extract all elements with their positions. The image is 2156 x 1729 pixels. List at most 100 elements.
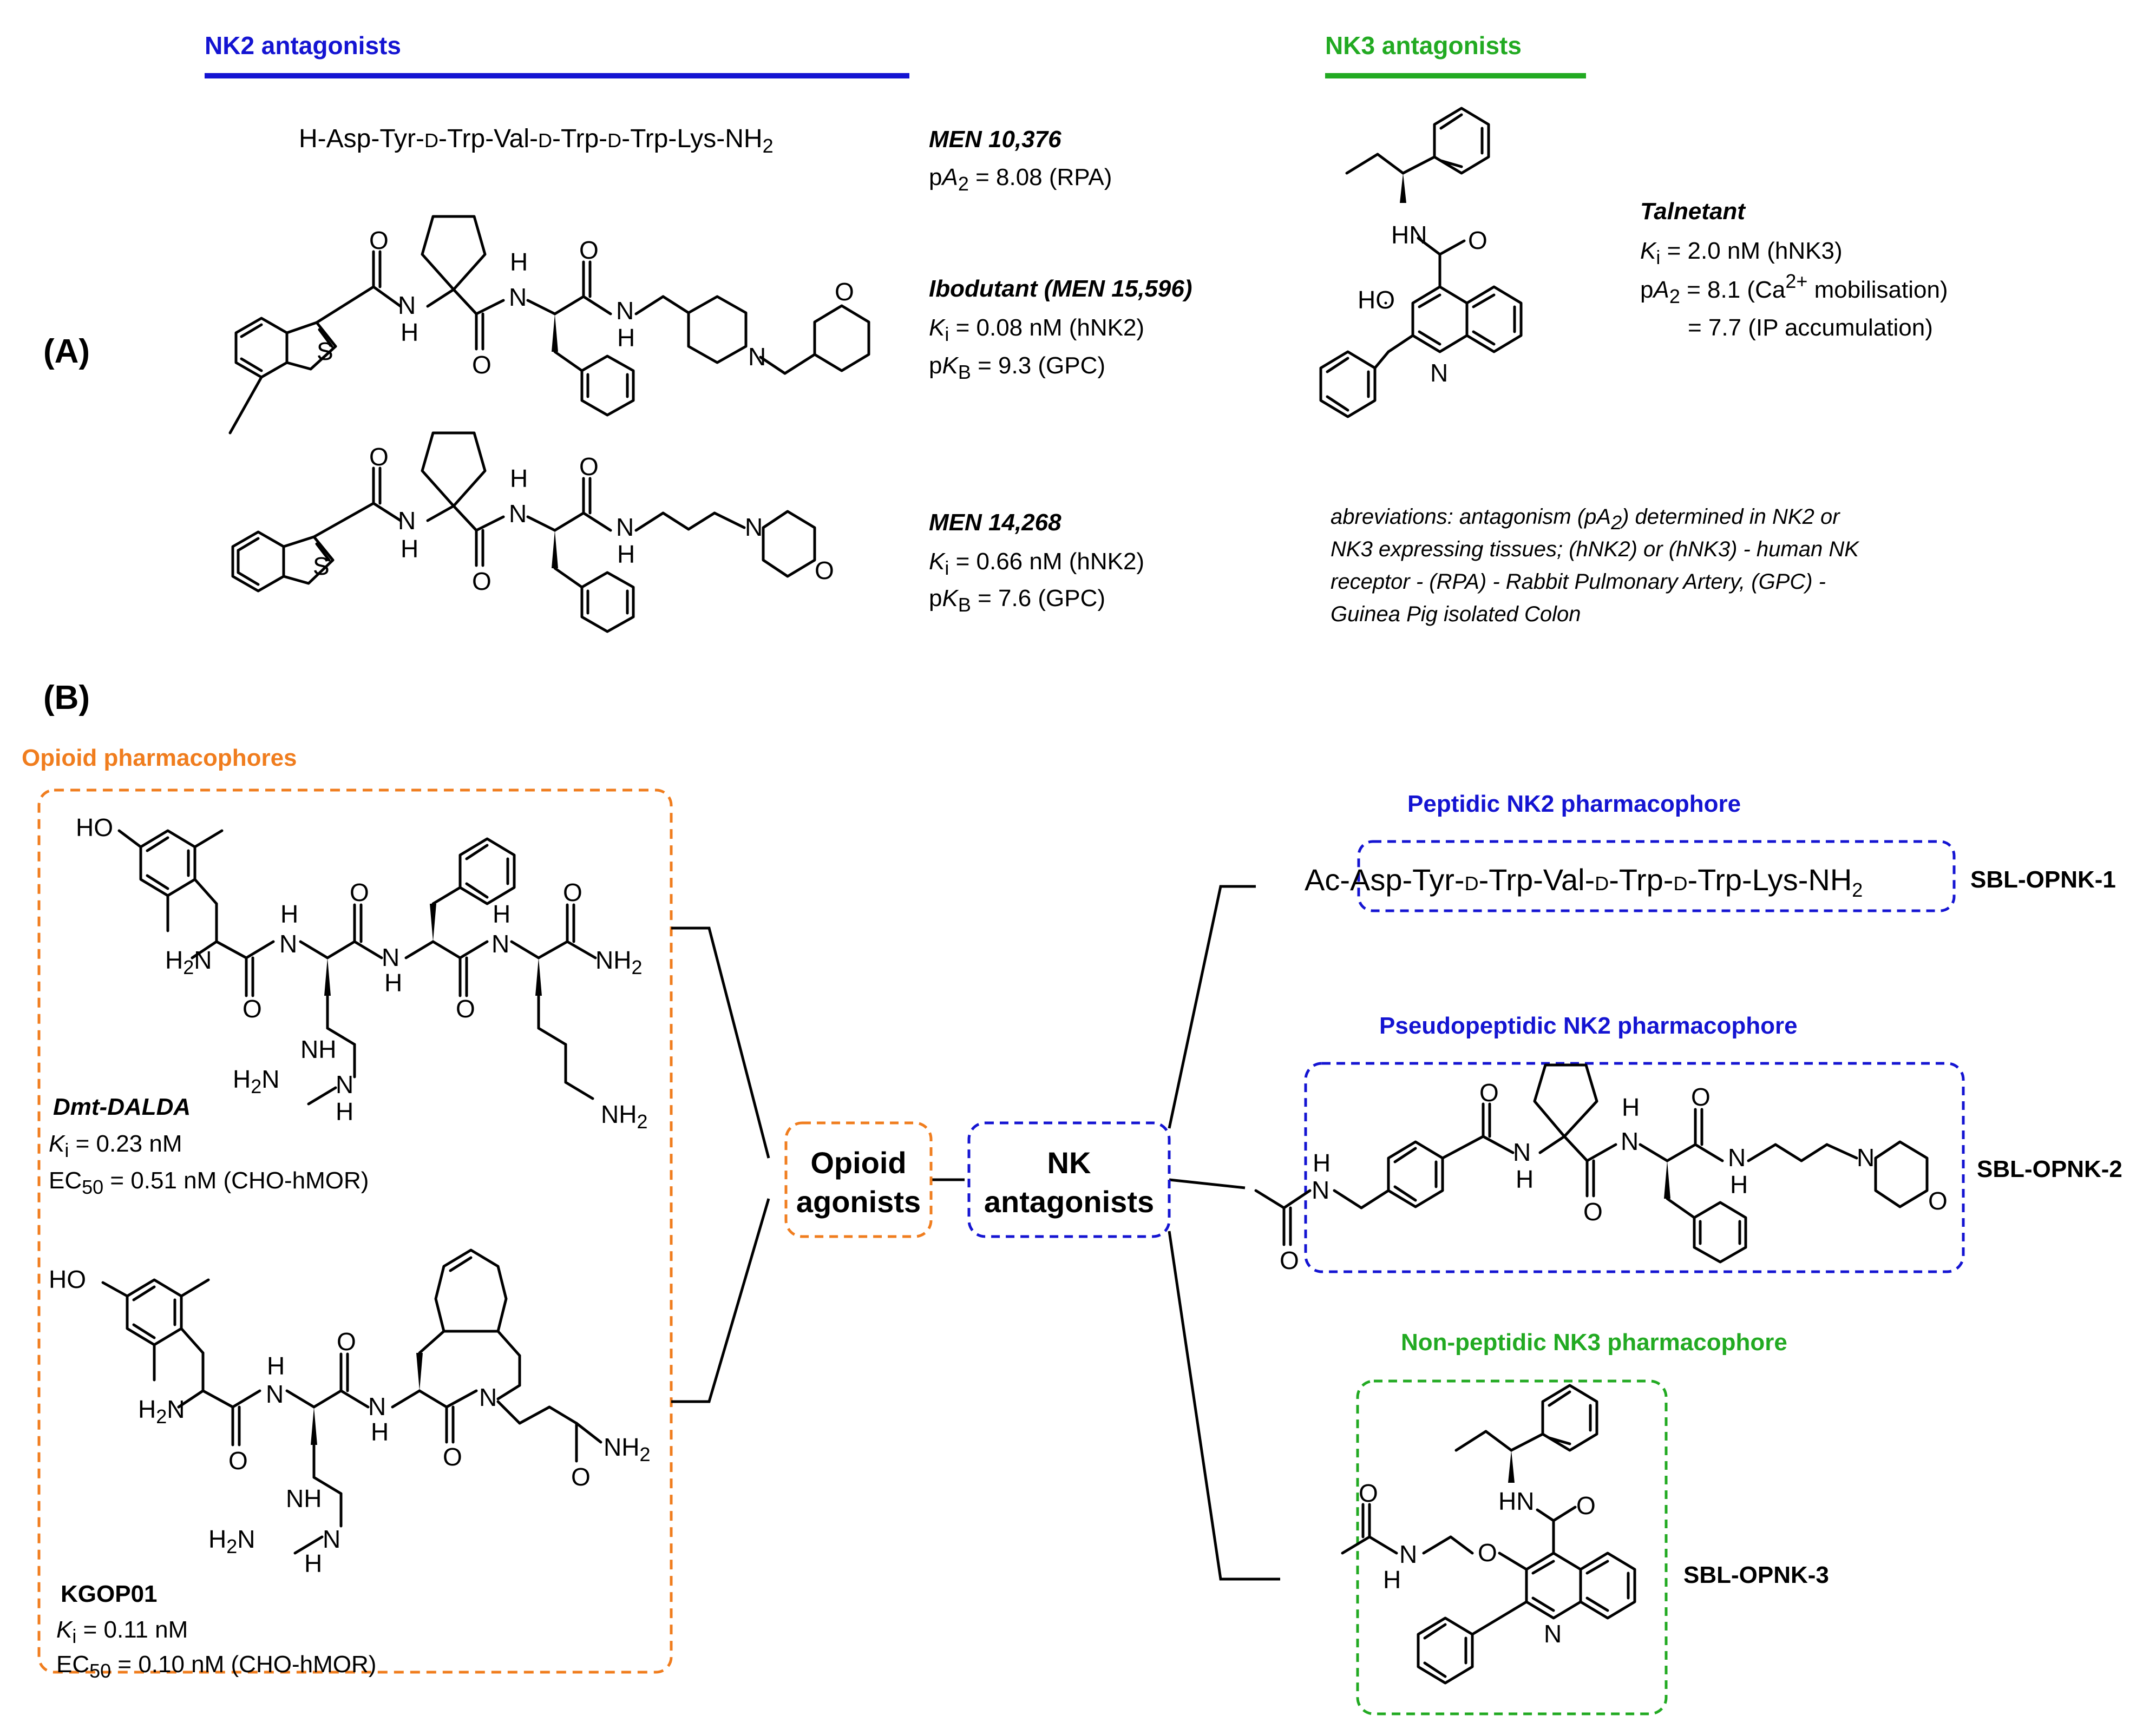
talnetant-atom-n: N: [1430, 359, 1448, 387]
ibodutant-pkb: pKB = 9.3 (GPC): [929, 352, 1105, 383]
sbl-opnk-2-atom-n2: N: [1513, 1138, 1531, 1166]
kgop01-atom-n2: N: [368, 1392, 386, 1421]
dmt-dalda-atom-h2n-h: H2N: [165, 946, 212, 978]
dmt-dalda-name: Dmt-DALDA: [53, 1094, 191, 1120]
kgop01-atom-nh2-term: NH2: [604, 1433, 650, 1465]
kgop01-atom-n1: N: [266, 1380, 284, 1408]
opioid-pharmacophores-box: [37, 788, 673, 1674]
sbl-opnk-3-name: SBL-OPNK-3: [1683, 1562, 1829, 1588]
pseudopeptidic-nk2-box: [1304, 1062, 1965, 1273]
dmt-dalda-ki: Ki = 0.23 nM: [49, 1130, 182, 1161]
men-10376-sequence: H-Asp-Tyr-D-Trp-Val-D-Trp-D-Trp-Lys-NH2: [299, 124, 774, 157]
talnetant-ki: Ki = 2.0 nM (hNK3): [1640, 238, 1843, 268]
ibodutant-structure: [228, 215, 870, 435]
opioid-agonists-box: [784, 1121, 933, 1238]
sbl-opnk-2-name: SBL-OPNK-2: [1977, 1156, 2122, 1182]
ibodutant-atom-n2: N: [509, 283, 527, 311]
dmt-dalda-atom-o2: O: [350, 878, 369, 906]
talnetant-atom-o1: O: [1468, 226, 1487, 254]
dmt-dalda-atom-nh2-term: NH2: [595, 946, 642, 978]
kgop01-atom-o2: O: [337, 1327, 356, 1356]
abbreviations-line-3: receptor - (RPA) - Rabbit Pulmonary Arte…: [1331, 570, 1826, 594]
sbl-opnk-3-atom-h-amide: H: [1383, 1566, 1401, 1594]
nk2-antagonists-header: NK2 antagonists: [205, 31, 401, 60]
kgop01-atom-h-guan2: H: [304, 1549, 322, 1577]
ibodutant-atom-h1: H: [401, 318, 418, 346]
ibodutant-atom-h2: H: [510, 248, 528, 276]
men-14268-atom-o4: O: [815, 556, 834, 584]
dmt-dalda-atom-nh2-lys: NH2: [601, 1100, 647, 1133]
ibodutant-ki: Ki = 0.08 nM (hNK2): [929, 314, 1144, 345]
dmt-dalda-atom-o4: O: [563, 878, 582, 906]
kgop01-atom-n3: N: [479, 1383, 497, 1411]
dmt-dalda-atom-n1: N: [279, 930, 297, 958]
talnetant-structure: [1319, 107, 1523, 418]
men-14268-atom-h3: H: [617, 540, 635, 568]
men-10376-name: MEN 10,376: [929, 126, 1061, 153]
kgop01-ec50: EC50 = 0.10 nM (CHO-hMOR): [56, 1651, 376, 1682]
kgop01-atom-o4: O: [571, 1463, 591, 1491]
dmt-dalda-structure: [117, 829, 597, 1106]
men-14268-ki: Ki = 0.66 nM (hNK2): [929, 548, 1144, 579]
dmt-dalda-atom-nh-guan2: N: [336, 1070, 353, 1099]
connector-lines: [671, 885, 1280, 1581]
sbl-opnk-2-atom-o4: O: [1691, 1083, 1711, 1111]
dmt-dalda-atom-n4: N: [492, 930, 509, 958]
kgop01-name: KGOP01: [61, 1581, 158, 1607]
nk-antagonists-line-1: NK: [1047, 1146, 1091, 1180]
ibodutant-atom-n3: N: [616, 297, 634, 325]
sbl-opnk-2-atom-o1: O: [1280, 1246, 1299, 1274]
ibodutant-atom-nh1: N: [398, 291, 416, 319]
men-10376-pa2: pA2 = 8.08 (RPA): [929, 164, 1112, 195]
talnetant-atom-ho: HO: [1358, 286, 1395, 314]
kgop01-atom-h2: H: [371, 1418, 389, 1446]
men-14268-name: MEN 14,268: [929, 509, 1061, 536]
dmt-dalda-atom-ho: HO: [76, 813, 113, 842]
men-14268-atom-o2: O: [472, 567, 492, 595]
kgop01-atom-ho: HO: [49, 1265, 86, 1293]
ibodutant-atom-o1: O: [369, 226, 389, 254]
sbl-opnk-3-atom-n-amide: N: [1399, 1540, 1417, 1568]
panel-b-label: (B): [43, 679, 90, 716]
men-14268-atom-h1: H: [401, 535, 418, 563]
men-14268-pkb: pKB = 7.6 (GPC): [929, 585, 1105, 616]
ibodutant-atom-s: S: [317, 337, 333, 365]
opioid-pharmacophores-header: Opioid pharmacophores: [22, 745, 297, 771]
men-14268-atom-o1: O: [369, 443, 389, 471]
sbl-opnk-2-atom-n5: N: [1857, 1143, 1875, 1172]
panel-a-label: (A): [43, 333, 90, 370]
sbl-opnk-2-atom-n3: N: [1621, 1127, 1639, 1155]
abbreviations-line-2: NK3 expressing tissues; (hNK2) or (hNK3)…: [1331, 537, 1860, 561]
sbl-opnk-3-atom-o1: O: [1576, 1491, 1596, 1520]
men-14268-atom-h2: H: [510, 464, 528, 492]
men-14268-atom-o3: O: [579, 452, 599, 481]
kgop01-atom-nh-guan: NH: [286, 1484, 322, 1513]
kgop01-atom-h2n-guan: H2N: [208, 1525, 255, 1557]
dmt-dalda-atom-h2n-guan: H2N: [233, 1065, 280, 1097]
dmt-dalda-atom-h3: H: [384, 969, 402, 997]
kgop01-ki: Ki = 0.11 nM: [56, 1616, 188, 1647]
pseudopeptidic-nk2-header: Pseudopeptidic NK2 pharmacophore: [1379, 1013, 1798, 1039]
men-14268-atom-n1: N: [398, 507, 416, 535]
opioid-agonists-line-1: Opioid: [810, 1146, 906, 1180]
sbl-opnk-2-atom-o5: O: [1928, 1187, 1948, 1215]
dmt-dalda-atom-h4: H: [493, 900, 510, 928]
nonpeptidic-nk3-box: [1356, 1379, 1668, 1715]
sbl-opnk-2-atom-n1: N: [1312, 1176, 1329, 1204]
sbl-opnk-2-atom-h4: H: [1730, 1171, 1748, 1199]
talnetant-atom-hn: HN: [1391, 221, 1427, 249]
ibodutant-atom-h3: H: [617, 324, 635, 352]
sbl-opnk-2-atom-h2: H: [1516, 1165, 1534, 1193]
opioid-agonists-line-2: agonists: [796, 1185, 921, 1219]
peptidic-nk2-box: [1357, 840, 1956, 912]
nk3-antagonists-header: NK3 antagonists: [1325, 31, 1522, 60]
dmt-dalda-atom-h-guan2: H: [336, 1097, 353, 1126]
dmt-dalda-ec50: EC50 = 0.51 nM (CHO-hMOR): [49, 1167, 369, 1198]
sbl-opnk-2-atom-h3: H: [1622, 1093, 1640, 1121]
dmt-dalda-atom-h1: H: [280, 900, 298, 928]
dmt-dalda-atom-o3: O: [456, 995, 475, 1023]
sbl-opnk-3-atom-n: N: [1544, 1620, 1562, 1648]
ibodutant-atom-n4: N: [748, 343, 766, 371]
